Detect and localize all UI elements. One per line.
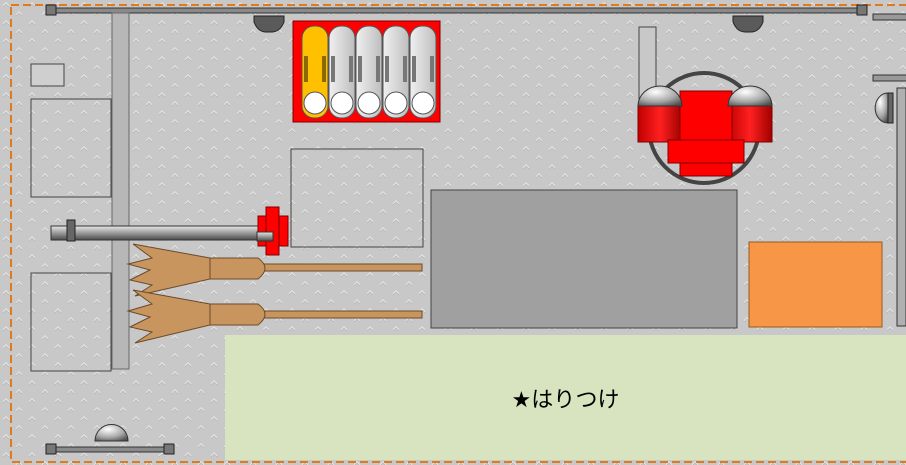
right-mid-rail (872, 74, 906, 82)
small-box (30, 63, 65, 87)
floor-boundary (10, 4, 906, 463)
broom-icon (126, 243, 423, 297)
right-top-rail (872, 13, 906, 21)
orange-box (748, 241, 883, 328)
broom-icon (126, 289, 423, 344)
cabinet-lower (30, 272, 112, 372)
fire-extinguisher-icon (637, 26, 773, 185)
pipe-icon (50, 206, 289, 256)
dome-light-icon (94, 424, 129, 442)
camera-icon (732, 15, 764, 33)
trash-bin (382, 25, 410, 119)
bottom-rail (45, 443, 175, 455)
trash-bin (409, 25, 437, 119)
trash-bin (355, 25, 383, 119)
cabinet-upper (30, 98, 112, 198)
camera-icon (253, 15, 285, 33)
right-wall-pipe (896, 87, 906, 327)
dome-light-icon (874, 92, 889, 124)
vertical-pole (111, 12, 130, 370)
trash-bin (301, 25, 329, 119)
paste-area[interactable] (225, 335, 906, 460)
storage-box (290, 148, 424, 248)
top-rail (45, 4, 868, 16)
trash-bin (328, 25, 356, 119)
trash-bin-rack (292, 20, 441, 123)
gray-block (430, 189, 738, 329)
